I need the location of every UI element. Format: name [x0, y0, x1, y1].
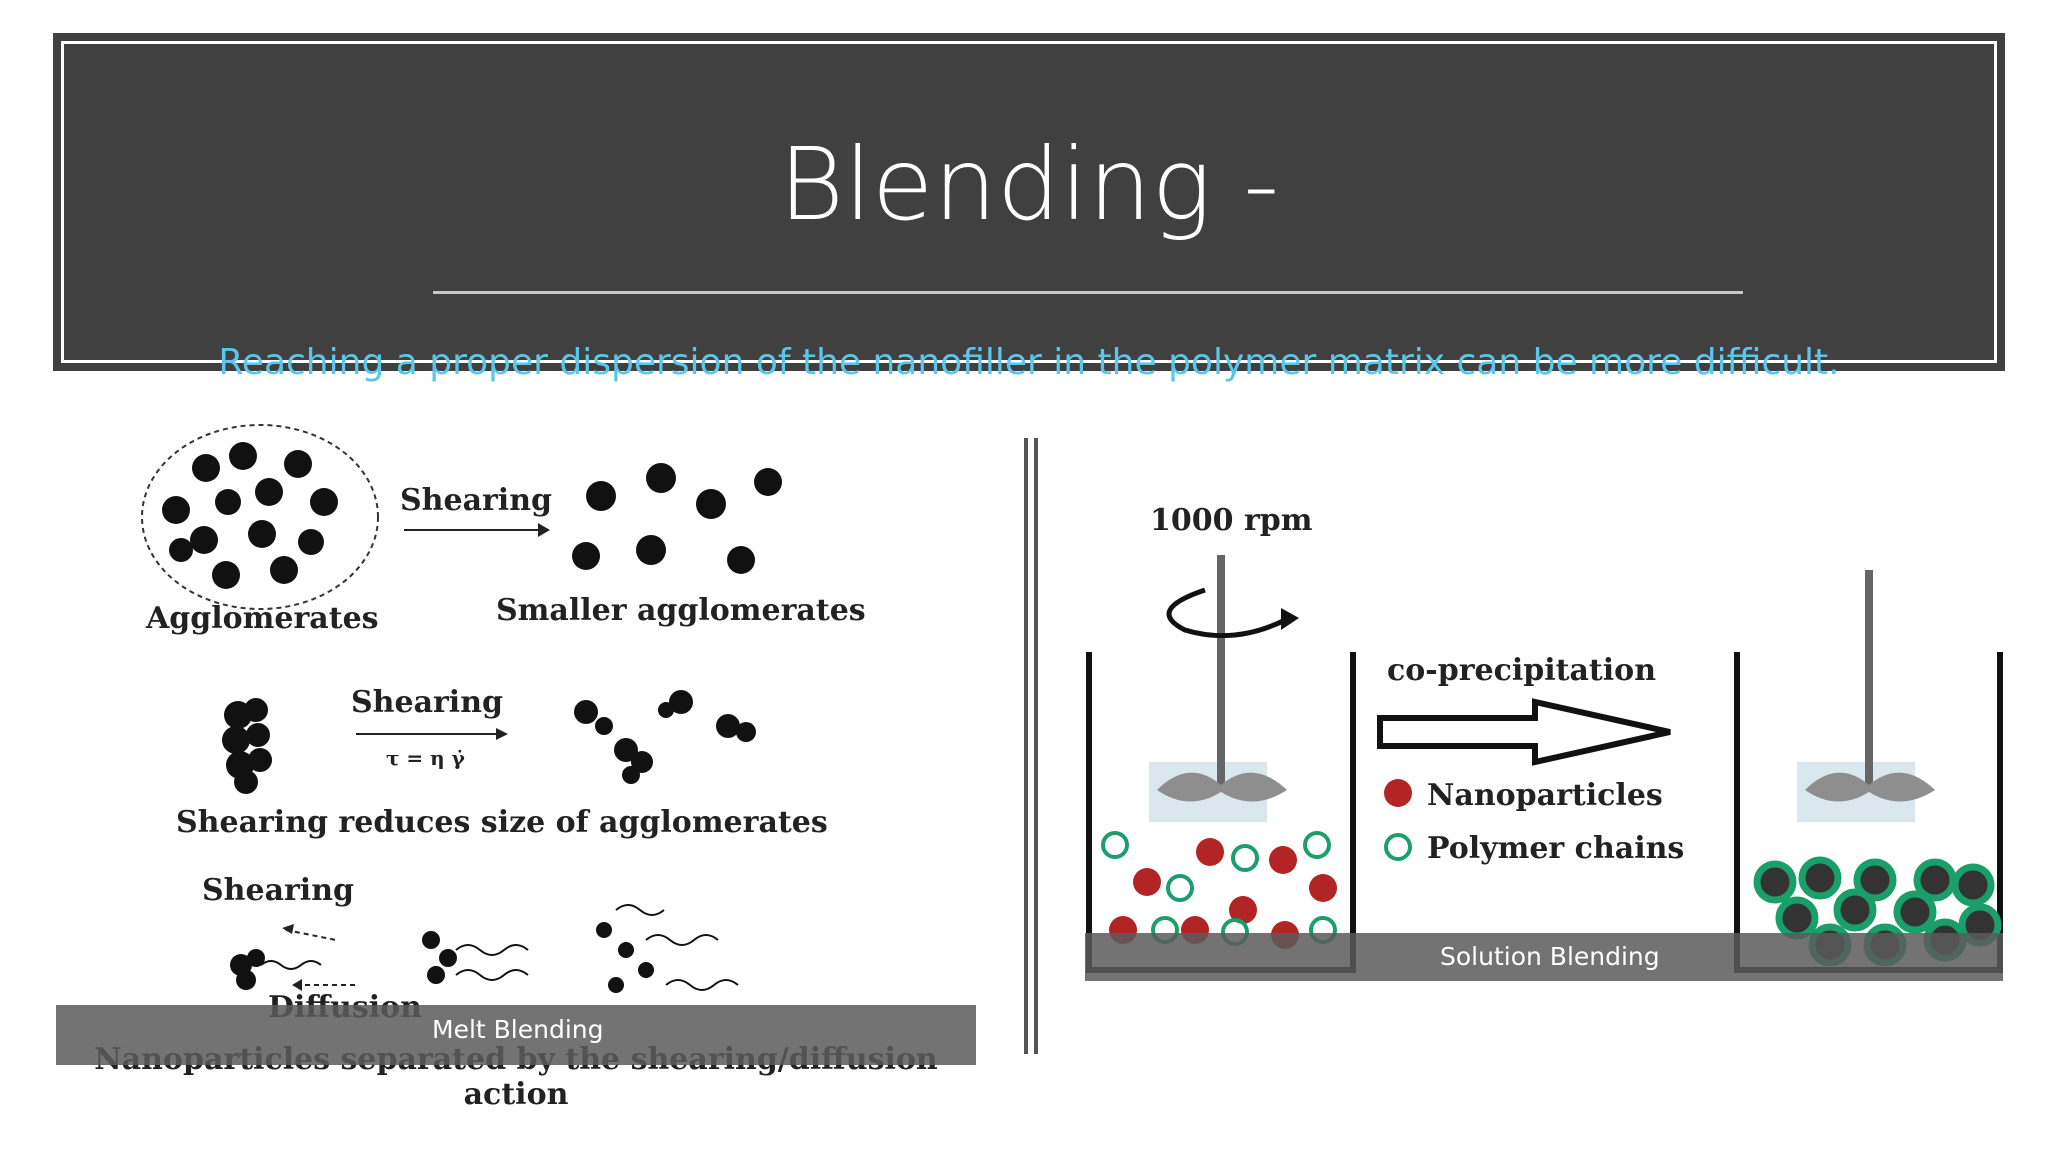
melt-blending-diagram: Shearing Agglomerates Smaller agglomerat…	[56, 410, 976, 1112]
separated-particles	[230, 922, 654, 993]
slide-title: Blending -	[778, 126, 1280, 243]
shear-formula: τ = η γ̇	[386, 746, 466, 770]
agglomerates-label: Agglomerates	[145, 601, 379, 636]
shearing-label-2: Shearing	[351, 685, 503, 720]
rotation-arrow	[1166, 587, 1287, 639]
melt-blending-caption: Melt Blending	[432, 1015, 604, 1044]
shearing-reduces-label: Shearing reduces size of agglomerates	[176, 805, 828, 840]
polymer-chains-legend-label: Polymer chains	[1427, 831, 1684, 866]
melt-blending-svg: Shearing Agglomerates Smaller agglomerat…	[141, 424, 866, 1025]
agglomerate-clusters	[162, 442, 338, 589]
solution-blending-diagram: 1000 rpm co-precipitation Nanoparticles …	[1085, 440, 2003, 980]
title-divider	[433, 291, 1743, 294]
nanoparticle-legend-icon	[1384, 779, 1412, 807]
nanoparticles-legend-label: Nanoparticles	[1427, 778, 1663, 813]
title-banner: Blending - Reaching a proper dispersion …	[53, 33, 2005, 383]
polymer-chains-melt	[260, 904, 739, 991]
dense-agglomerate	[222, 698, 272, 794]
rpm-label: 1000 rpm	[1150, 503, 1313, 538]
co-precipitation-arrow	[1377, 698, 1671, 766]
right-stirrer-blade	[1805, 772, 1935, 802]
slide-subtitle: Reaching a proper dispersion of the nano…	[218, 342, 1840, 383]
melt-blending-caption-bar: Melt Blending	[56, 1005, 976, 1065]
dispersed-particles	[574, 690, 756, 784]
solution-blending-caption: Solution Blending	[1440, 942, 1660, 971]
left-stirrer-blade	[1157, 772, 1287, 802]
polymer-legend-icon	[1384, 833, 1412, 861]
shearing-label-3: Shearing	[202, 873, 354, 908]
solution-blending-caption-bar: Solution Blending	[1085, 933, 2003, 981]
co-precipitation-label: co-precipitation	[1387, 653, 1656, 688]
solution-blending-svg: 1000 rpm co-precipitation Nanoparticles …	[1086, 503, 2003, 973]
shearing-label-1: Shearing	[400, 483, 552, 518]
panel-divider	[1024, 438, 1038, 1054]
smaller-agglomerates-label: Smaller agglomerates	[496, 593, 866, 628]
title-banner-frame	[61, 41, 1997, 363]
smaller-agglomerates	[572, 463, 782, 574]
agglomerate-boundary	[141, 424, 379, 610]
